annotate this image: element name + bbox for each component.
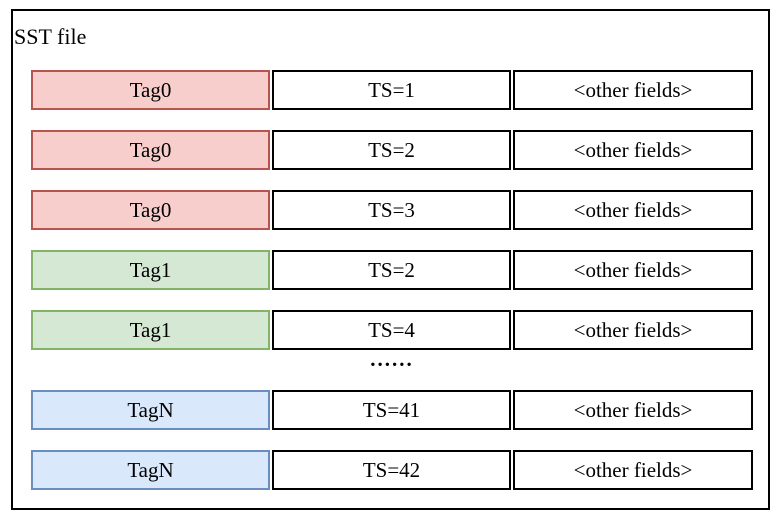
tag-cell: Tag0 <box>31 190 270 230</box>
record-row-4: Tag1 TS=2 <other fields> <box>0 250 784 290</box>
timestamp-cell: TS=41 <box>272 390 511 430</box>
timestamp-cell: TS=42 <box>272 450 511 490</box>
tag-cell: TagN <box>31 450 270 490</box>
other-fields-cell: <other fields> <box>513 310 753 350</box>
other-fields-cell: <other fields> <box>513 390 753 430</box>
timestamp-cell: TS=4 <box>272 310 511 350</box>
tag-cell: Tag1 <box>31 310 270 350</box>
record-row-7: TagN TS=42 <other fields> <box>0 450 784 490</box>
record-row-1: Tag0 TS=1 <other fields> <box>0 70 784 110</box>
tag-cell: Tag0 <box>31 70 270 110</box>
other-fields-cell: <other fields> <box>513 450 753 490</box>
record-row-6: TagN TS=41 <other fields> <box>0 390 784 430</box>
timestamp-cell: TS=2 <box>272 250 511 290</box>
timestamp-cell: TS=2 <box>272 130 511 170</box>
other-fields-cell: <other fields> <box>513 130 753 170</box>
other-fields-cell: <other fields> <box>513 250 753 290</box>
ellipsis-separator: ...... <box>370 347 414 371</box>
other-fields-cell: <other fields> <box>513 70 753 110</box>
sst-file-label: SST file <box>14 24 87 49</box>
record-row-2: Tag0 TS=2 <other fields> <box>0 130 784 170</box>
tag-cell: TagN <box>31 390 270 430</box>
timestamp-cell: TS=1 <box>272 70 511 110</box>
record-row-3: Tag0 TS=3 <other fields> <box>0 190 784 230</box>
timestamp-cell: TS=3 <box>272 190 511 230</box>
tag-cell: Tag1 <box>31 250 270 290</box>
record-row-5: Tag1 TS=4 <other fields> <box>0 310 784 350</box>
tag-cell: Tag0 <box>31 130 270 170</box>
other-fields-cell: <other fields> <box>513 190 753 230</box>
